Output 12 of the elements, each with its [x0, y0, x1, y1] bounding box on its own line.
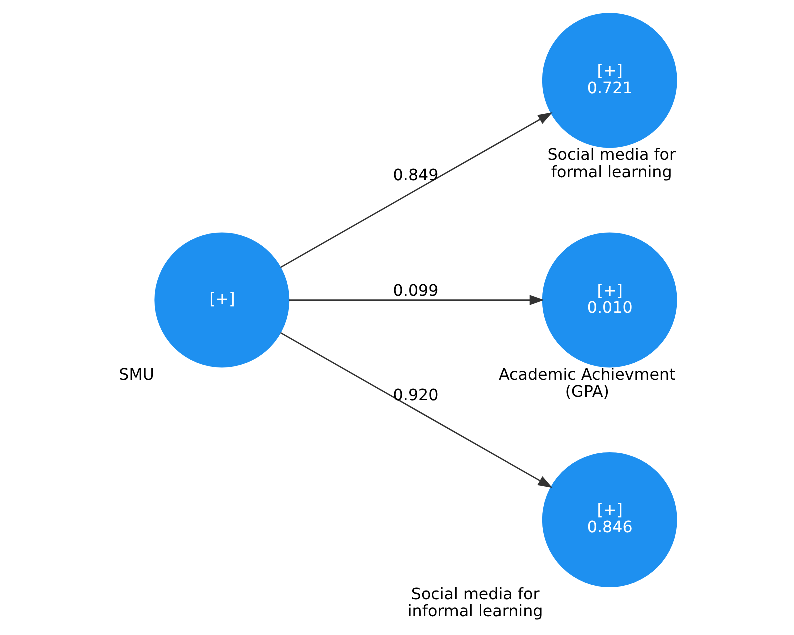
edge-label: 0.849 — [392, 166, 438, 185]
arrow — [280, 332, 552, 488]
edge-label: 0.099 — [392, 280, 438, 300]
edge-label: 0.920 — [392, 385, 438, 404]
node-label: SMU — [118, 364, 154, 384]
node-circle: [+] — [154, 232, 290, 368]
node-circle: [+] 0.010 — [542, 232, 677, 368]
arrow — [288, 295, 544, 306]
arrow — [280, 112, 552, 268]
node-circle: [+] 0.846 — [542, 452, 677, 588]
node-label: Social media for informal learning — [407, 584, 543, 621]
node-circle: [+] 0.721 — [542, 13, 677, 148]
